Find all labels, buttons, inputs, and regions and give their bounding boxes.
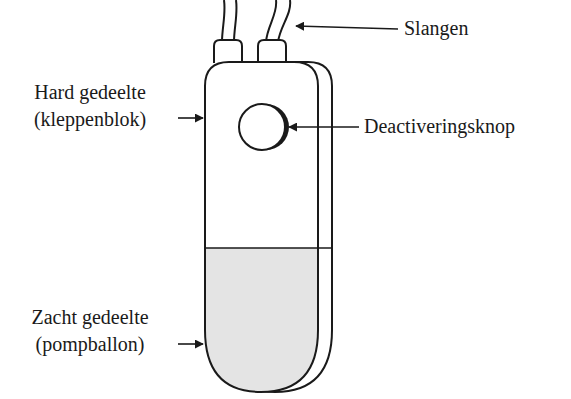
tube-connectors xyxy=(214,40,286,63)
tubes xyxy=(222,0,290,42)
leader-arrow xyxy=(178,117,203,119)
leader-arrow xyxy=(296,26,398,29)
part-label: Deactiveringsknop xyxy=(364,113,515,140)
leader-arrows xyxy=(178,26,398,344)
part-label: Hard gedeelte (kleppenblok) xyxy=(4,79,176,133)
body-outline xyxy=(205,62,318,392)
leader-arrow xyxy=(289,126,359,128)
deactivation-button xyxy=(239,104,285,150)
part-label: Zacht gedeelte (pompballon) xyxy=(4,304,176,358)
part-label: Slangen xyxy=(404,15,468,42)
section-divider xyxy=(205,247,332,249)
leader-arrow xyxy=(178,343,203,345)
